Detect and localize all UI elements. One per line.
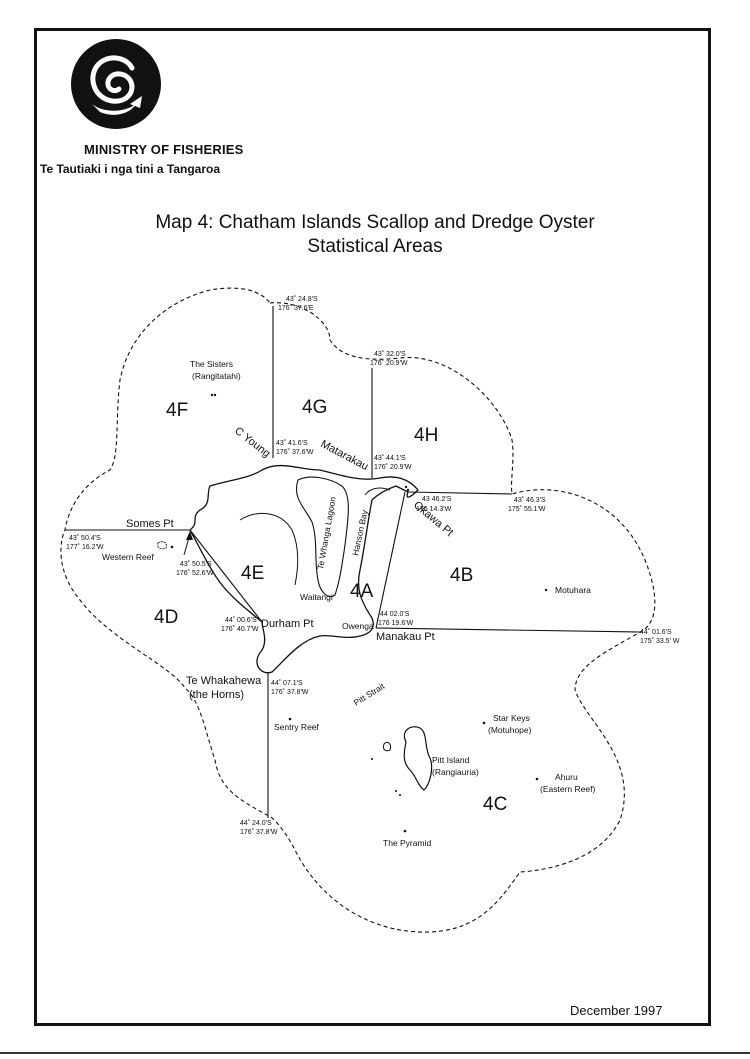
place-manakau-pt: Manakau Pt bbox=[376, 631, 435, 643]
coordinate-labels: 43˚ 24.8'S 176˚ 37.6'E 43˚ 32.0'S 176˚ 2… bbox=[66, 295, 680, 836]
place-pitt-strait: Pitt Strait bbox=[352, 681, 387, 708]
place-matarakau: Matarakau bbox=[319, 438, 371, 473]
place-durham-pt: Durham Pt bbox=[261, 618, 314, 630]
coord-north-lat: 43˚ 24.8'S bbox=[286, 295, 318, 303]
map-title-line-1: Map 4: Chatham Islands Scallop and Dredg… bbox=[155, 212, 595, 233]
chatham-island-outline bbox=[189, 464, 419, 674]
coord-se-lon: 175˚ 33.5' W bbox=[640, 637, 680, 645]
coord-somes-lon: 176˚ 52.6'W bbox=[176, 569, 214, 577]
feature-eastern-reef: (Eastern Reef) bbox=[540, 784, 595, 794]
coord-durham-lon: 176˚ 40.7'W bbox=[221, 625, 259, 633]
coord-west-lon: 177˚ 16.2'W bbox=[66, 543, 104, 551]
coord-okawa-lat: 43 46.2'S bbox=[422, 496, 452, 503]
coord-somes-lat: 43˚ 50.5'S bbox=[180, 560, 212, 568]
ministry-tagline: Te Tautiaki i nga tini a Tangaroa bbox=[40, 162, 221, 176]
feature-pitt-island: Pitt Island bbox=[432, 755, 470, 765]
somes-pt-arrow bbox=[183, 531, 193, 556]
feature-star-keys: Star Keys bbox=[493, 713, 530, 723]
area-label-4b: 4B bbox=[450, 565, 473, 586]
outer-boundary bbox=[60, 287, 656, 933]
coord-manakau-lon: 176 19.6'W bbox=[378, 620, 414, 627]
coord-south1-lat: 44˚ 07.1'S bbox=[271, 679, 303, 687]
ministry-name: MINISTRY OF FISHERIES bbox=[84, 142, 244, 157]
coord-south2-lat: 44˚ 24.0'S bbox=[240, 819, 272, 827]
place-te-whanga-lagoon: Te Whanga Lagoon bbox=[315, 496, 338, 571]
map-date: December 1997 bbox=[570, 1003, 663, 1018]
feature-the-pyramid: The Pyramid bbox=[383, 838, 431, 848]
coord-okawa-lon: 176 14.3'W bbox=[416, 506, 452, 513]
area-label-4d: 4D bbox=[154, 607, 178, 628]
coord-matarakau-lon: 176˚ 20.9'W bbox=[374, 463, 412, 471]
area-label-4f: 4F bbox=[166, 400, 188, 421]
ministry-logo-icon bbox=[71, 39, 161, 129]
place-somes-pt: Somes Pt bbox=[126, 518, 174, 530]
area-label-4a: 4A bbox=[350, 581, 374, 602]
inner-coast-line bbox=[239, 512, 299, 586]
map-sheet-border bbox=[34, 28, 711, 1026]
feature-rangitatahi: (Rangitatahi) bbox=[192, 371, 241, 381]
coord-se-lat: 44˚ 01.6'S bbox=[640, 628, 672, 636]
place-c-young: C Young bbox=[232, 425, 272, 460]
coord-durham-lat: 44˚ 00.6'S bbox=[225, 616, 257, 624]
feature-the-sisters: The Sisters bbox=[190, 359, 233, 369]
bottom-rule bbox=[0, 1052, 750, 1054]
feature-te-whakahewa: Te Whakahewa bbox=[186, 675, 262, 687]
area-boundaries bbox=[65, 306, 641, 818]
coord-ne-lon: 176˚ 20.9'W bbox=[370, 359, 408, 367]
coord-south1-lon: 176˚ 37.8'W bbox=[271, 688, 309, 696]
te-whanga-lagoon-outline bbox=[296, 476, 349, 598]
coord-south2-lon: 176˚ 37.8'W bbox=[240, 828, 278, 836]
area-label-4e: 4E bbox=[241, 563, 264, 584]
coord-ne-lat: 43˚ 32.0'S bbox=[374, 350, 406, 358]
coord-cyoung-lat: 43˚ 41.6'S bbox=[276, 439, 308, 447]
place-owenga: Owenga bbox=[342, 621, 374, 631]
coord-matarakau-lat: 43˚ 44.1'S bbox=[374, 454, 406, 462]
rock-markers bbox=[170, 393, 548, 833]
feature-rangiauria: (Rangiauria) bbox=[432, 767, 479, 777]
area-label-4g: 4G bbox=[302, 397, 327, 418]
map-title-line-2: Statistical Areas bbox=[307, 236, 443, 257]
coord-east-lon: 175˚ 55.1'W bbox=[508, 505, 546, 513]
place-waitangi: Waitangi bbox=[300, 592, 333, 602]
coord-north-lon: 176˚ 37.6'E bbox=[278, 304, 314, 312]
pitt-island-outline bbox=[403, 726, 433, 791]
feature-western-reef: Western Reef bbox=[102, 552, 154, 562]
feature-motuhara: Motuhara bbox=[555, 585, 591, 595]
area-label-4c: 4C bbox=[483, 794, 507, 815]
feature-ahuru: Ahuru bbox=[555, 772, 578, 782]
coord-cyoung-lon: 176˚ 37.6'W bbox=[276, 448, 314, 456]
feature-sentry-reef: Sentry Reef bbox=[274, 722, 320, 732]
area-label-4h: 4H bbox=[414, 425, 438, 446]
coord-west-lat: 43˚ 50.4'S bbox=[69, 534, 101, 542]
feature-the-horns: (the Horns) bbox=[189, 689, 244, 701]
coord-manakau-lat: 44 02.0'S bbox=[380, 611, 410, 618]
feature-motuhope: (Motuhope) bbox=[488, 725, 532, 735]
coord-east-lat: 43˚ 46.3'S bbox=[514, 496, 546, 504]
